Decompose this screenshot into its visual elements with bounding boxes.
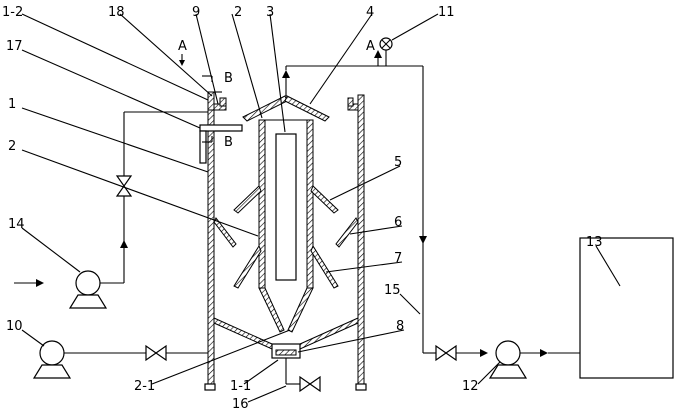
label-2-top: 2 (234, 5, 242, 20)
label-6: 6 (394, 215, 402, 230)
label-1-2: 1-2 (2, 5, 23, 20)
baffles (213, 185, 359, 289)
section-a-left: A (178, 39, 187, 54)
inner-cylinder (242, 70, 330, 333)
section-b-bottom: B (224, 135, 233, 150)
label-9: 9 (192, 5, 200, 20)
label-15: 15 (384, 283, 401, 298)
label-3: 3 (266, 5, 274, 20)
label-11: 11 (438, 5, 455, 20)
labels: 1-2 18 9 2 3 4 11 17 1 2 5 6 7 14 13 15 … (2, 5, 603, 412)
feed-line (14, 111, 208, 309)
label-1-1: 1-1 (230, 379, 251, 394)
label-10: 10 (6, 319, 23, 334)
tank-13 (579, 237, 674, 379)
label-13: 13 (586, 235, 603, 250)
label-5: 5 (394, 155, 402, 170)
label-14: 14 (8, 217, 25, 232)
label-18: 18 (108, 5, 125, 20)
label-12: 12 (462, 379, 479, 394)
bottom-feed-line (32, 340, 208, 379)
label-17: 17 (6, 39, 23, 54)
leader-lines (21, 13, 621, 403)
inlet-pipe (199, 124, 243, 164)
label-8: 8 (396, 319, 404, 334)
label-1: 1 (8, 97, 16, 112)
label-16: 16 (232, 397, 249, 412)
label-4: 4 (366, 5, 374, 20)
section-marks (179, 54, 213, 143)
overflow-weir (207, 91, 359, 111)
section-b-top: B (224, 71, 233, 86)
recycle-line (285, 37, 580, 379)
label-2-mid: 2 (8, 139, 16, 154)
outer-vessel (204, 94, 367, 393)
section-a-right: A (366, 39, 375, 54)
label-7: 7 (394, 251, 402, 266)
label-2-1: 2-1 (134, 379, 155, 394)
